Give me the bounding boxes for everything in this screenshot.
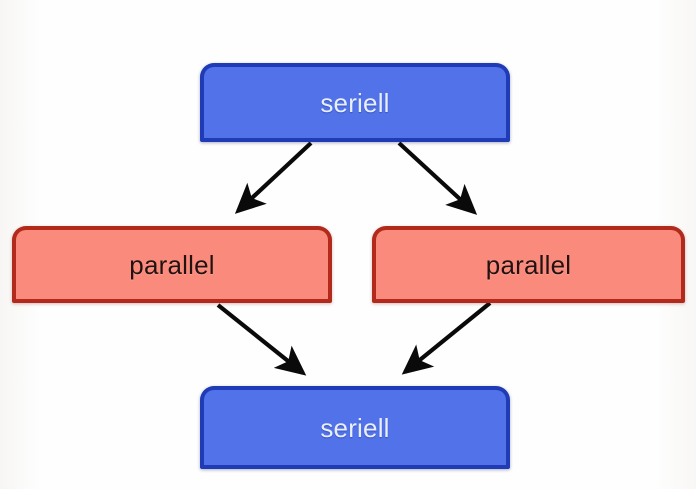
edge-left-to-bottom xyxy=(216,303,307,376)
edge-top-to-left xyxy=(234,141,313,214)
node-label: seriell xyxy=(320,412,390,443)
node-top-serial[interactable]: seriell xyxy=(200,63,510,142)
node-label: parallel xyxy=(129,249,215,280)
node-left-parallel[interactable]: parallel xyxy=(12,226,332,303)
node-bottom-serial[interactable]: seriell xyxy=(200,386,510,469)
edge-right-to-bottom xyxy=(401,301,492,375)
node-label: seriell xyxy=(320,87,390,118)
node-label: parallel xyxy=(485,249,572,280)
node-right-parallel[interactable]: parallel xyxy=(372,226,685,303)
edge-top-to-right xyxy=(397,141,478,215)
